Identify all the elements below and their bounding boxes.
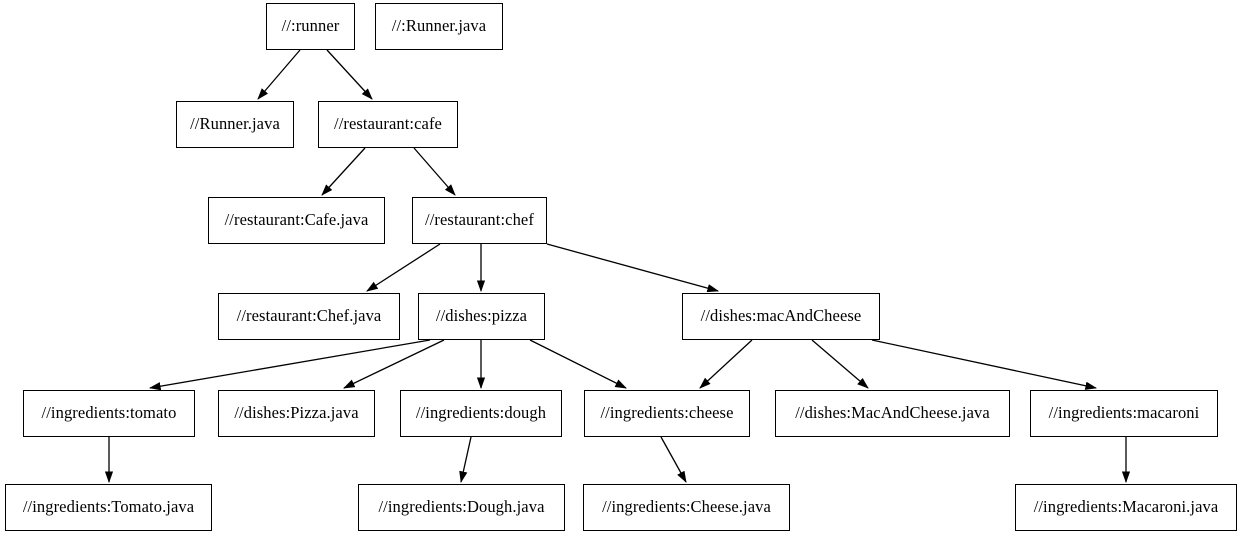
graph-node-ing_dough[interactable]: //ingredients:dough [400,390,562,437]
graph-node-runner_java[interactable]: //Runner.java [176,101,294,148]
graph-node-label: //dishes:Pizza.java [234,403,359,423]
graph-node-label: //restaurant:Chef.java [236,306,382,326]
graph-node-ing_dough_java[interactable]: //ingredients:Dough.java [358,484,565,531]
graph-node-label: //dishes:pizza [435,306,528,326]
graph-node-label: //ingredients:macaroni [1048,403,1200,423]
graph-node-label: //ingredients:Macaroni.java [1033,497,1219,517]
graph-node-label: //ingredients:cheese [600,403,734,423]
graph-node-label: //ingredients:dough [415,403,547,423]
graph-node-dishes_pizza[interactable]: //dishes:pizza [418,293,545,340]
graph-node-label: //dishes:MacAndCheese.java [795,403,990,423]
graph-node-root_runner_java[interactable]: //:Runner.java [375,3,503,50]
graph-node-dishes_macandcheese[interactable]: //dishes:macAndCheese [682,293,880,340]
graph-node-dishes_pizza_java[interactable]: //dishes:Pizza.java [218,390,375,437]
graph-node-restaurant_chef_java[interactable]: //restaurant:Chef.java [218,293,400,340]
graph-node-restaurant_chef[interactable]: //restaurant:chef [412,197,547,244]
graph-node-restaurant_cafe_java[interactable]: //restaurant:Cafe.java [208,197,385,244]
graph-node-label: //restaurant:Cafe.java [224,210,369,230]
graph-node-ing_tomato_java[interactable]: //ingredients:Tomato.java [5,484,212,531]
graph-node-label: //ingredients:Dough.java [378,497,545,517]
graph-node-label: //:Runner.java [391,16,487,36]
graph-node-ing_cheese_java[interactable]: //ingredients:Cheese.java [583,484,790,531]
graph-node-label: //restaurant:cafe [334,114,442,134]
graph-node-label: //ingredients:Tomato.java [22,497,195,517]
graph-node-ing_macaroni_java[interactable]: //ingredients:Macaroni.java [1015,484,1237,531]
graph-node-ing_macaroni[interactable]: //ingredients:macaroni [1030,390,1218,437]
graph-node-label: //ingredients:Cheese.java [602,497,771,517]
graph-node-dishes_mac_java[interactable]: //dishes:MacAndCheese.java [775,390,1010,437]
graph-node-label: //:runner [281,16,340,36]
graph-node-ing_tomato[interactable]: //ingredients:tomato [23,390,195,437]
graph-node-ing_cheese[interactable]: //ingredients:cheese [584,390,750,437]
graph-node-restaurant_cafe[interactable]: //restaurant:cafe [318,101,458,148]
graph-node-label: //restaurant:chef [425,210,534,230]
graph-node-label: //Runner.java [190,114,280,134]
graph-node-label: //dishes:macAndCheese [700,306,862,326]
graph-node-label: //ingredients:tomato [41,403,177,423]
graph-node-runner[interactable]: //:runner [266,3,355,50]
